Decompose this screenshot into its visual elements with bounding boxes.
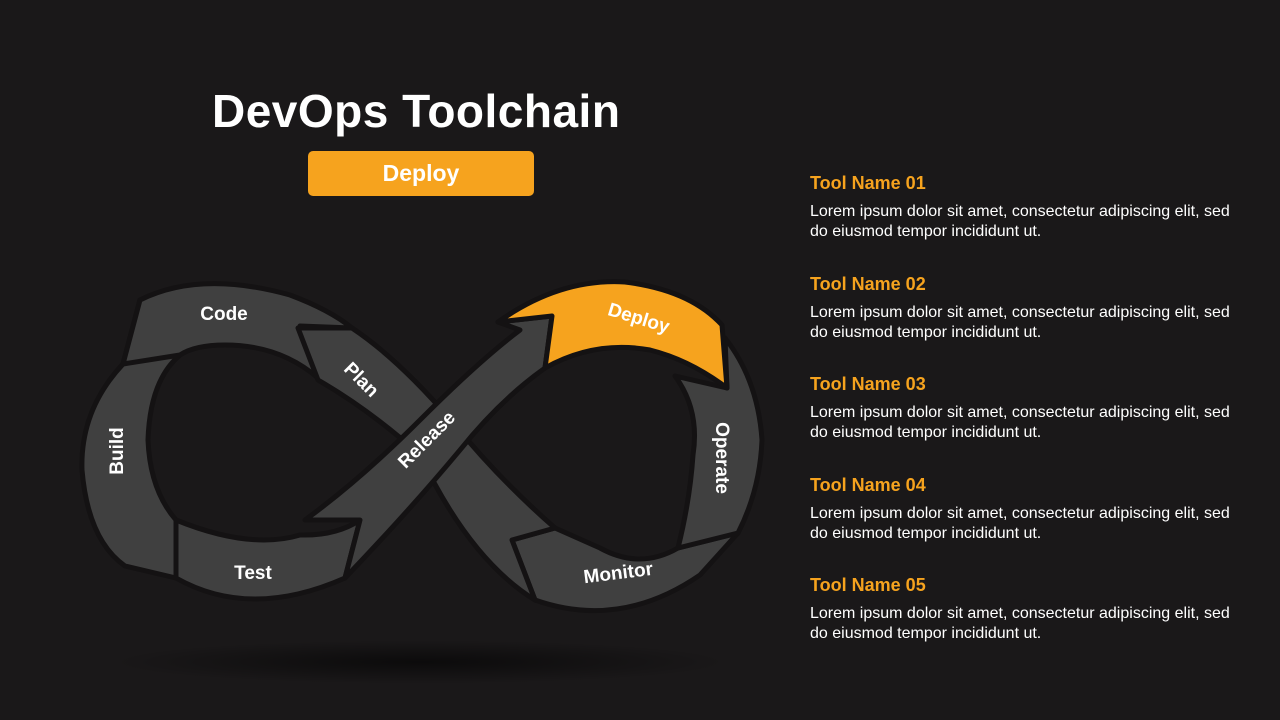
tool-description: Lorem ipsum dolor sit amet, consectetur …	[810, 404, 1230, 441]
page-title: DevOps Toolchain	[212, 85, 621, 137]
segment-operate	[672, 335, 765, 551]
tool-name: Tool Name 04	[810, 474, 926, 495]
highlight-stage-badge: Deploy	[308, 151, 534, 196]
tool-description: Lorem ipsum dolor sit amet, consectetur …	[810, 605, 1230, 642]
tool-item: Tool Name 04 Lorem ipsum dolor sit amet,…	[810, 474, 1230, 575]
tool-name: Tool Name 03	[810, 374, 926, 394]
segment-cross-lower	[417, 422, 558, 603]
tool-description: Lorem ipsum dolor sit amet, consectetur …	[810, 203, 1230, 240]
tool-name: Tool Name 01	[810, 173, 926, 193]
stage-label-test: Test	[234, 563, 272, 584]
tool-item: Tool Name 05 Lorem ipsum dolor sit amet,…	[810, 574, 1230, 675]
stage-label-build: Build	[107, 427, 128, 475]
tool-description: Lorem ipsum dolor sit amet, consectetur …	[810, 504, 1230, 542]
tool-list: Tool Name 01 Lorem ipsum dolor sit amet,…	[810, 172, 1230, 675]
tool-item: Tool Name 01 Lorem ipsum dolor sit amet,…	[810, 172, 1230, 273]
segment-deploy	[495, 279, 730, 391]
segment-build	[79, 297, 183, 581]
tool-item: Tool Name 03 Lorem ipsum dolor sit amet,…	[810, 373, 1230, 474]
tool-name: Tool Name 02	[810, 273, 926, 294]
segment-test	[173, 517, 363, 602]
tool-item: Tool Name 02 Lorem ipsum dolor sit amet,…	[810, 273, 1230, 374]
tool-description: Lorem ipsum dolor sit amet, consectetur …	[810, 303, 1230, 341]
stage-label-operate: Operate	[711, 422, 732, 494]
diagram-shadow	[110, 640, 730, 684]
tool-name: Tool Name 05	[810, 575, 926, 595]
stage-label-code: Code	[200, 304, 248, 325]
